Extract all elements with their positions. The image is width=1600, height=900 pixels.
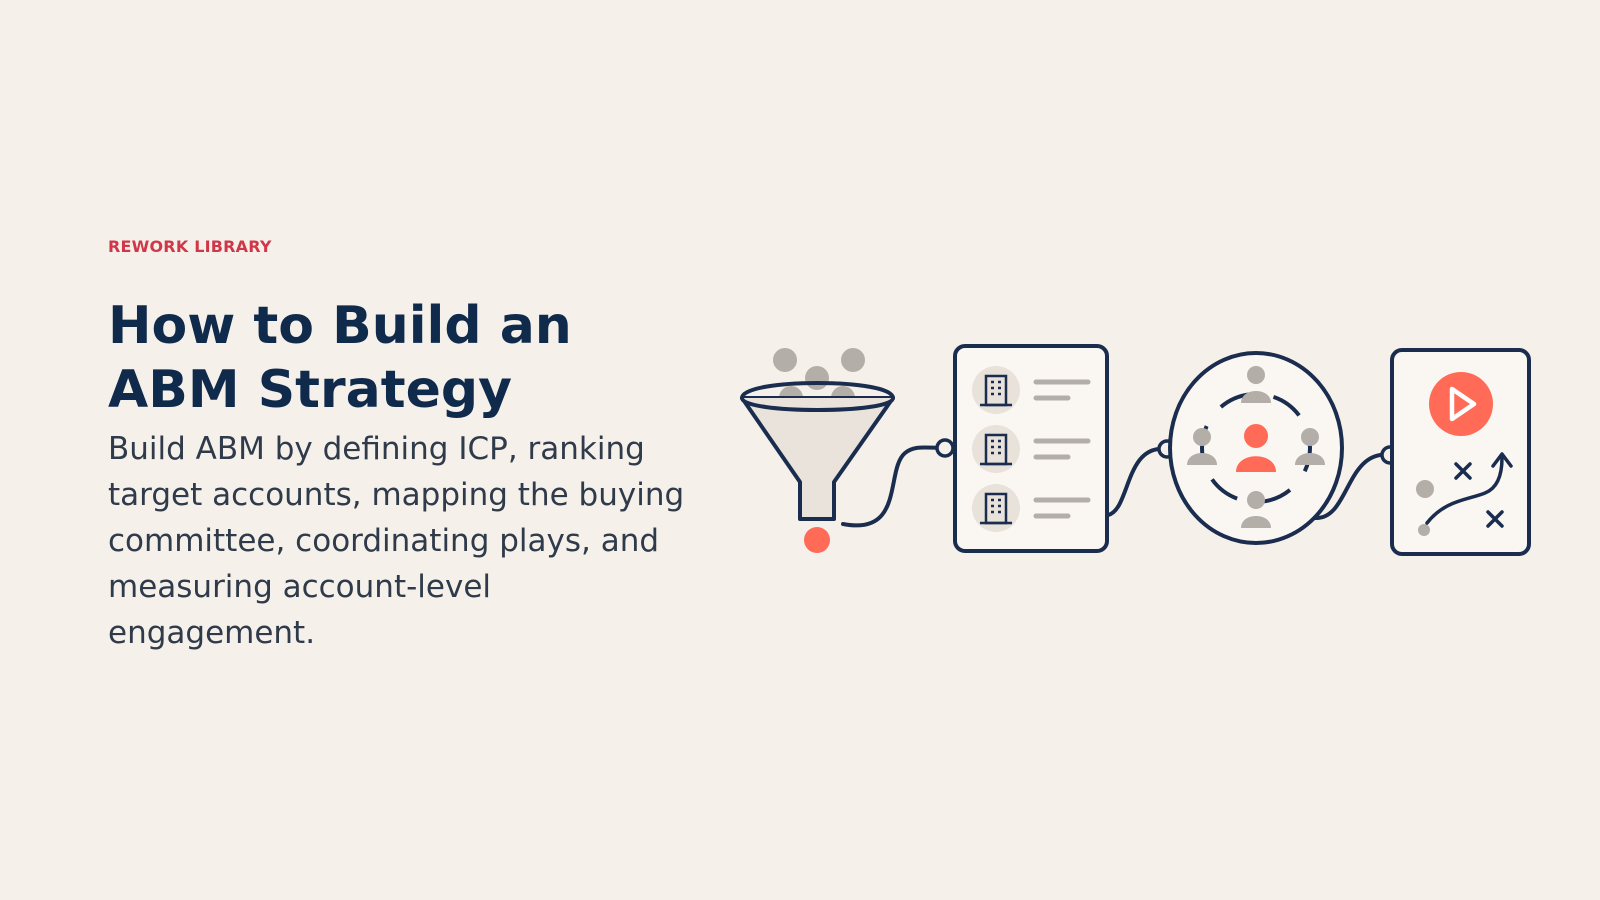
person-icon [1187,428,1217,465]
connector-list-to-committee [1106,446,1167,517]
funnel-ball [841,348,865,372]
building-icon [980,374,1012,407]
play-button-icon [1429,372,1493,436]
building-icon [980,492,1012,525]
funnel-ball [773,348,797,372]
buying-committee-icon [1168,351,1344,545]
connector-committee-to-playbook [1313,452,1394,521]
decision-maker-icon [1236,424,1276,472]
building-icon [980,433,1012,466]
account-avatar [972,425,1020,473]
play-token [1418,524,1430,536]
account-avatar [972,366,1020,414]
funnel-output-dot [804,527,830,553]
arrow-head-icon [1491,452,1513,468]
page-title: How to Build an ABM Strategy [108,296,572,420]
account-row [972,484,1091,532]
x-mark-icon [1454,462,1472,480]
playbook-icon [1390,348,1531,556]
account-row [972,425,1091,473]
x-mark-icon [1486,510,1504,528]
person-icon [1241,491,1271,528]
funnel-icon [740,348,895,553]
page-description: Build ABM by defining ICP, ranking targe… [108,431,685,651]
committee-orbit [1200,392,1312,504]
connector-funnel-to-list [841,445,947,528]
person-icon [1241,366,1271,403]
playbook-card [1390,348,1531,556]
account-avatar [972,484,1020,532]
play-token [1416,480,1434,498]
person-icon [1295,428,1325,465]
play-route-arrow [1425,456,1504,525]
play-triangle [1449,386,1477,422]
account-row [972,366,1091,414]
funnel-body [740,396,895,521]
abm-process-illustration [740,344,1531,556]
hero-text: REWORK LIBRARY How to Build an ABM Strat… [108,236,708,656]
funnel-rim-back [740,381,895,399]
funnel-rim-front [740,396,895,412]
connector-lines [841,445,1394,528]
eyebrow-label: REWORK LIBRARY [108,237,272,256]
account-list-icon [953,344,1109,553]
connector-node [935,438,955,458]
funnel-ball [805,366,829,390]
